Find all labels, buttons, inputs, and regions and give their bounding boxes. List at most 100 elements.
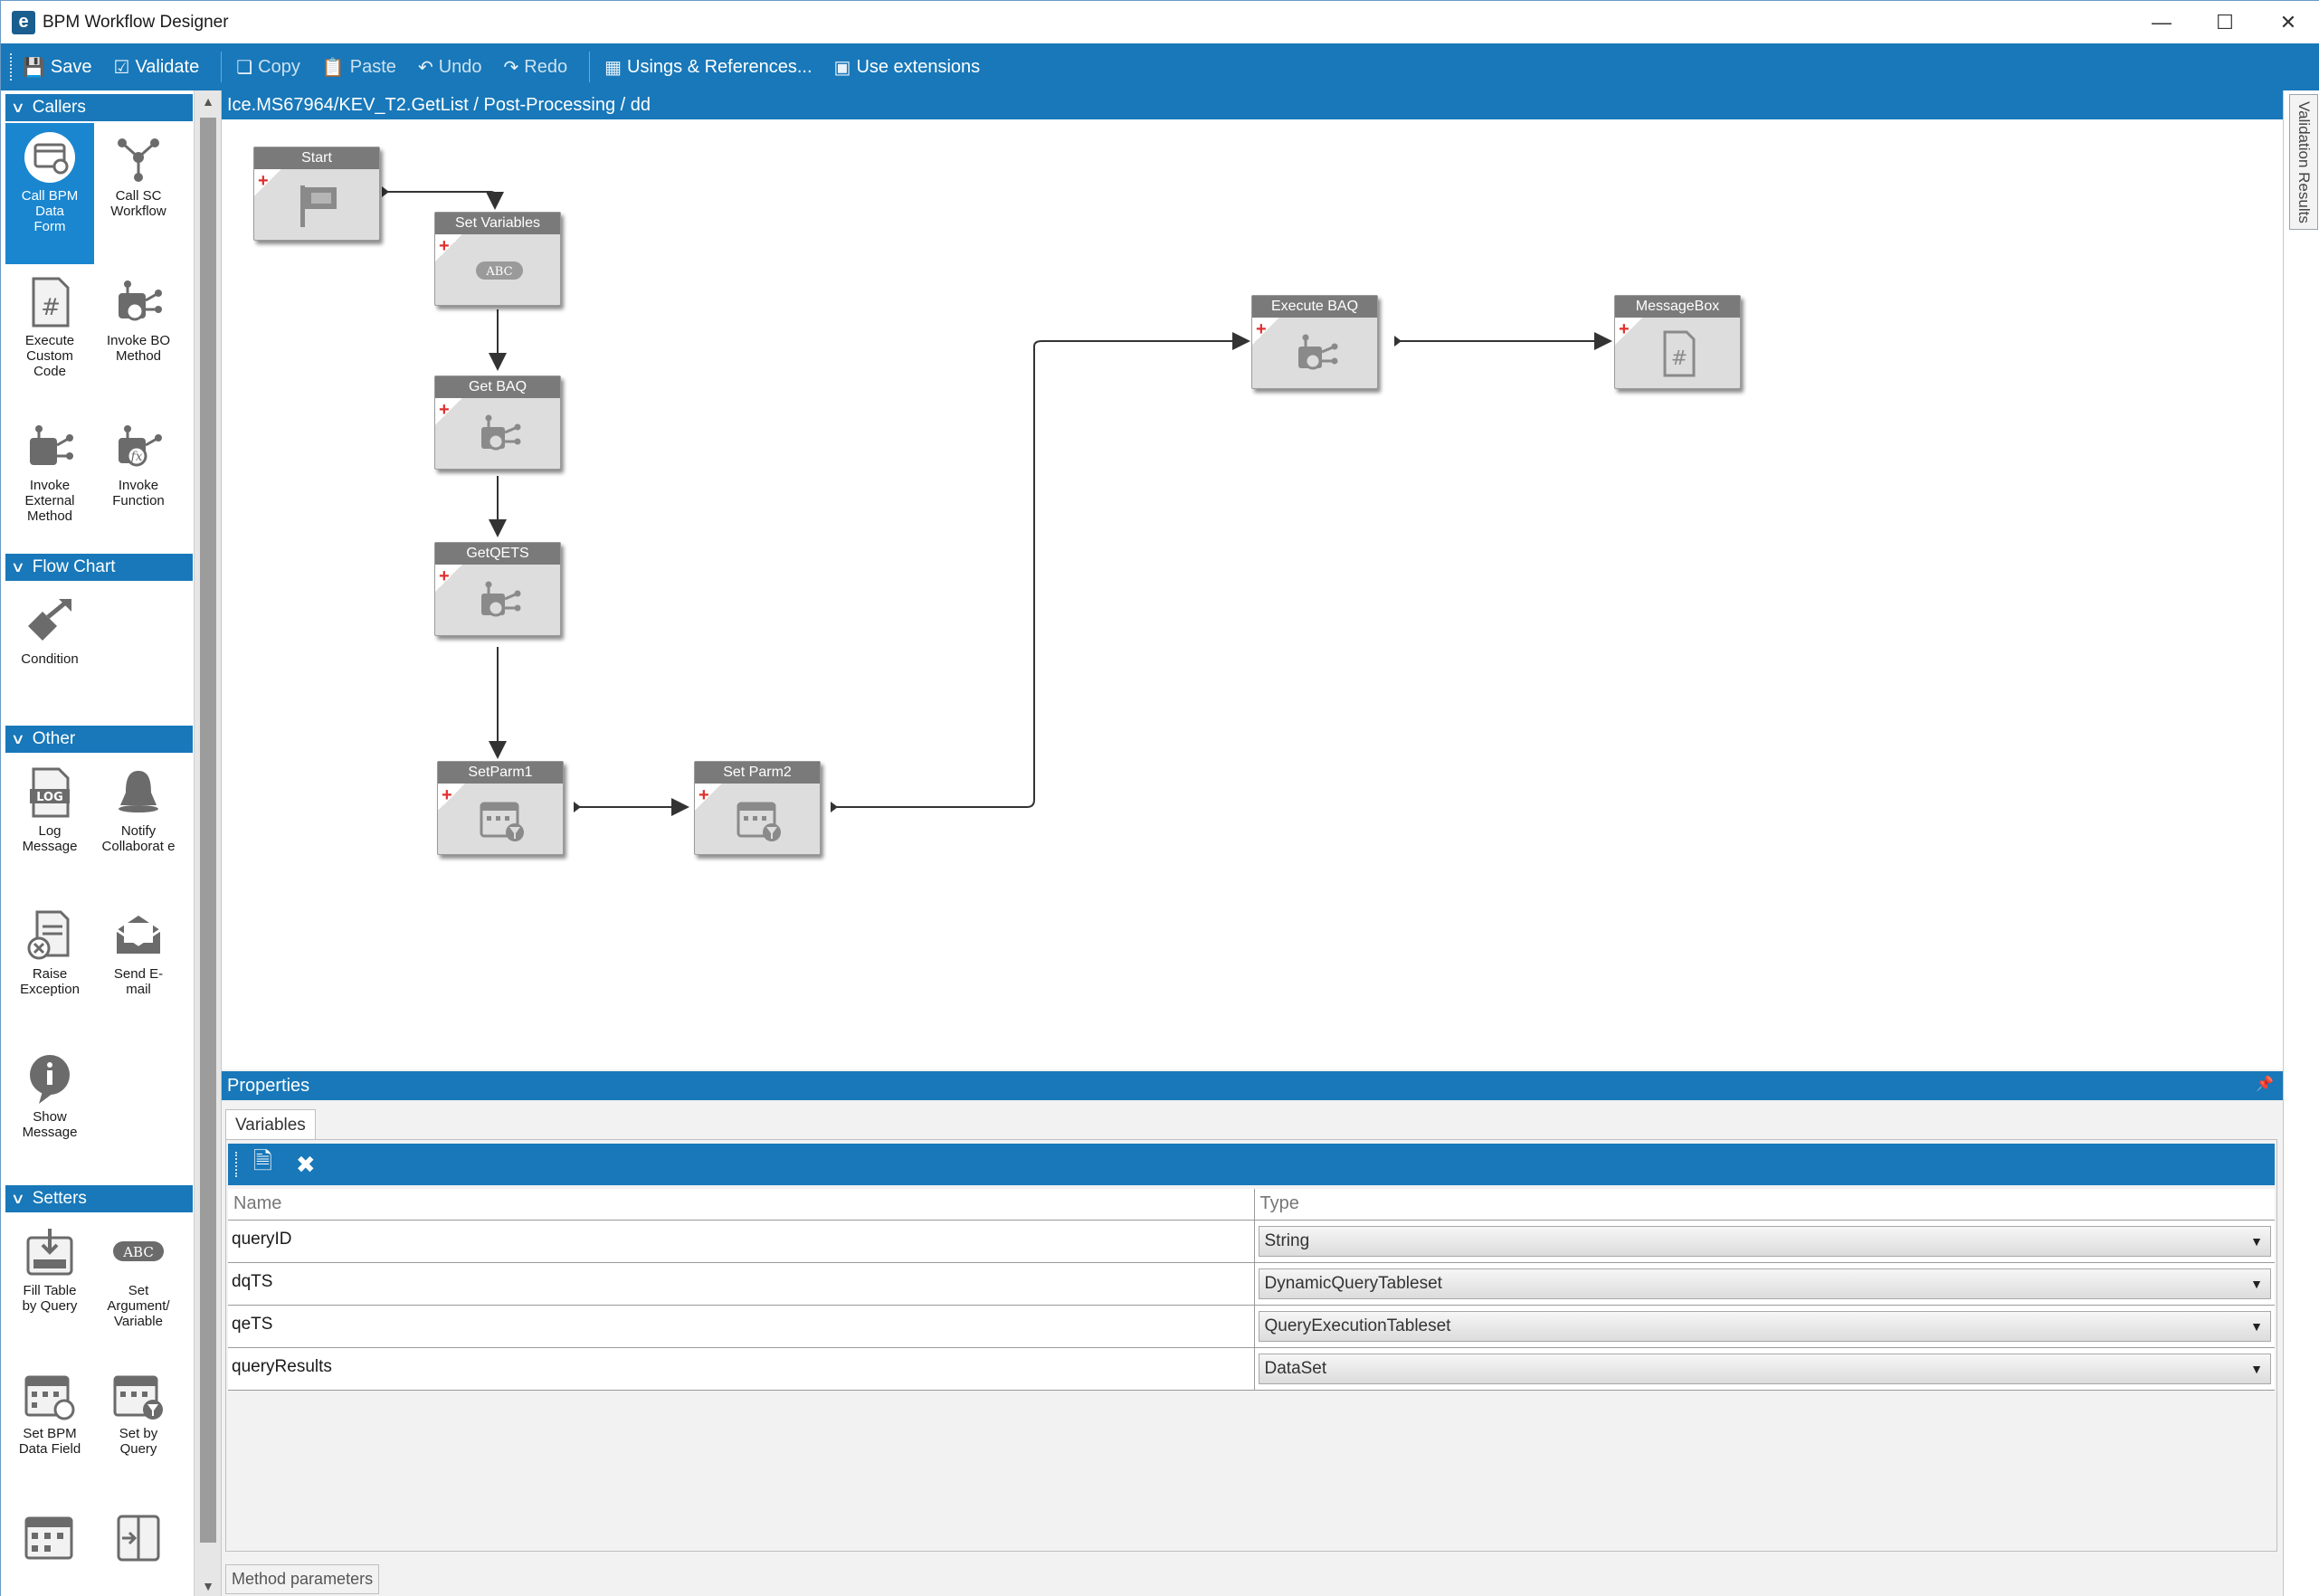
variable-name-cell[interactable]: dqTS: [228, 1262, 1255, 1306]
expand-plus-icon[interactable]: +: [439, 236, 450, 256]
tool-call-sc-workflow[interactable]: Call SC Workflow: [94, 123, 183, 264]
tool-set-argument-variable[interactable]: ABC Set Argument/ Variable: [94, 1218, 183, 1354]
log-document-icon: LOG: [23, 765, 77, 820]
tool-raise-exception[interactable]: Raise Exception: [5, 901, 94, 1037]
type-dropdown[interactable]: String▼: [1258, 1225, 2271, 1257]
expand-plus-icon[interactable]: +: [442, 785, 452, 805]
tool-log-message[interactable]: LOG Log Message: [5, 758, 94, 894]
copy-button[interactable]: ❏Copy: [236, 56, 300, 79]
tool-set-bpm-data-field[interactable]: Set BPM Data Field: [5, 1361, 94, 1496]
variable-name-cell[interactable]: queryResults: [228, 1347, 1255, 1391]
table-row[interactable]: qeTS QueryExecutionTableset▼: [228, 1305, 2275, 1348]
close-button[interactable]: ✕: [2279, 10, 2297, 33]
properties-header: Properties 📌: [222, 1071, 2283, 1100]
pin-icon[interactable]: 📌: [2256, 1077, 2274, 1092]
expand-plus-icon[interactable]: +: [1256, 319, 1267, 339]
toolbar-grip[interactable]: [10, 53, 14, 81]
validate-button[interactable]: ☑Validate: [114, 56, 200, 79]
tool-fill-table-by-query[interactable]: Fill Table by Query: [5, 1218, 94, 1354]
variable-name-cell[interactable]: queryID: [228, 1220, 1255, 1263]
connector-setparm2-to-execute-baq[interactable]: [837, 332, 1250, 808]
table-row[interactable]: queryResults DataSet▼: [228, 1347, 2275, 1391]
section-setters-header[interactable]: ∨Setters: [5, 1185, 193, 1212]
save-button[interactable]: 💾Save: [23, 56, 92, 79]
expand-plus-icon[interactable]: +: [439, 566, 450, 586]
tool-condition[interactable]: Condition: [5, 586, 94, 695]
node-corner: [1252, 318, 1279, 345]
node-execute-baq[interactable]: Execute BAQ +: [1251, 295, 1378, 389]
redo-icon: ↷: [503, 57, 519, 78]
references-icon: ▦: [604, 57, 622, 78]
scroll-down-arrow-icon[interactable]: ▼: [202, 1579, 214, 1593]
tool-invoke-external-method[interactable]: Invoke External Method: [5, 413, 94, 548]
node-set-variables[interactable]: Set Variables + ABC: [434, 212, 561, 306]
usings-label: Usings & References...: [627, 56, 813, 77]
connector-start-to-set-variables[interactable]: [387, 191, 504, 210]
tool-invoke-function[interactable]: fx Invoke Function: [94, 413, 183, 548]
workflow-canvas[interactable]: Start + Set Variables + ABC Get BAQ + Ge…: [222, 119, 2283, 1069]
section-flow-chart-header[interactable]: ∨Flow Chart: [5, 554, 193, 581]
node-getqets[interactable]: GetQETS +: [434, 542, 561, 636]
scrollbar-thumb[interactable]: [200, 118, 216, 1543]
use-extensions-button[interactable]: ▣Use extensions: [834, 56, 981, 79]
copy-icon: ❏: [236, 57, 253, 78]
tool-set-field[interactable]: [5, 1502, 94, 1596]
expand-plus-icon[interactable]: +: [699, 785, 709, 805]
tool-show-message[interactable]: Show Message: [5, 1044, 94, 1180]
activity-toolbox: ∨Callers Call BPM Data Form Call SC Work…: [1, 90, 222, 1596]
tool-notify-collaborate[interactable]: Notify Collaborat e: [94, 758, 183, 894]
type-value: QueryExecutionTableset: [1264, 1316, 1451, 1335]
toolbar-grip[interactable]: [235, 1152, 239, 1177]
tool-update-table[interactable]: [94, 1502, 183, 1596]
column-header-name[interactable]: Name: [228, 1189, 1255, 1221]
bell-icon: [111, 765, 166, 820]
table-row[interactable]: dqTS DynamicQueryTableset▼: [228, 1262, 2275, 1306]
tool-invoke-bo-method[interactable]: Invoke BO Method: [94, 268, 183, 409]
node-setparm1[interactable]: SetParm1 +: [437, 761, 564, 855]
type-dropdown[interactable]: DynamicQueryTableset▼: [1258, 1268, 2271, 1299]
maximize-button[interactable]: ☐: [2216, 10, 2234, 33]
tool-call-bpm-data-form[interactable]: Call BPM Data Form: [5, 123, 94, 264]
function-icon: fx: [111, 420, 166, 474]
undo-button[interactable]: ↶Undo: [418, 56, 482, 79]
redo-button[interactable]: ↷Redo: [504, 56, 568, 79]
section-callers-header[interactable]: ∨Callers: [5, 94, 193, 121]
extensions-label: Use extensions: [856, 56, 981, 77]
variable-name-cell[interactable]: qeTS: [228, 1305, 1255, 1348]
variables-toolbar: 🗎 ✖: [228, 1144, 2275, 1185]
tool-label: Invoke BO Method: [106, 333, 171, 364]
toolbar-separator: [589, 52, 591, 82]
type-dropdown[interactable]: QueryExecutionTableset▼: [1258, 1310, 2271, 1342]
minimize-button[interactable]: —: [2152, 10, 2172, 33]
tool-send-email[interactable]: Send E- mail: [94, 901, 183, 1037]
expand-plus-icon[interactable]: +: [439, 400, 450, 420]
abc-node-text: ABC: [485, 265, 512, 279]
new-variable-icon[interactable]: 🗎: [253, 1147, 272, 1174]
section-other-header[interactable]: ∨Other: [5, 726, 193, 753]
node-messagebox[interactable]: MessageBox + #: [1614, 295, 1741, 389]
tool-execute-custom-code[interactable]: # Execute Custom Code: [5, 268, 94, 409]
delete-variable-icon[interactable]: ✖: [295, 1150, 316, 1178]
expand-plus-icon[interactable]: +: [1619, 319, 1630, 339]
paste-button[interactable]: 📋Paste: [322, 56, 396, 79]
node-setparm2[interactable]: Set Parm2 +: [694, 761, 821, 855]
toolbar-separator: [221, 52, 223, 82]
tab-variables[interactable]: Variables: [225, 1109, 316, 1140]
toolbox-scrollbar[interactable]: ▲ ▼: [194, 90, 221, 1596]
scroll-up-arrow-icon[interactable]: ▲: [202, 94, 214, 109]
validation-results-tab[interactable]: Validation Results: [2289, 94, 2318, 230]
variables-table: Name Type queryID String▼ dqTS DynamicQu…: [228, 1189, 2275, 1391]
tool-set-by-query[interactable]: Set by Query: [94, 1361, 183, 1496]
table-row[interactable]: queryID String▼: [228, 1220, 2275, 1263]
node-start[interactable]: Start +: [253, 147, 380, 241]
type-dropdown[interactable]: DataSet▼: [1258, 1353, 2271, 1384]
node-get-baq[interactable]: Get BAQ +: [434, 375, 561, 470]
flag-icon: [295, 182, 342, 229]
code-document-icon: #: [23, 275, 77, 329]
node-corner: [435, 398, 462, 425]
usings-references-button[interactable]: ▦Usings & References...: [604, 56, 812, 79]
column-header-type[interactable]: Type: [1254, 1189, 2275, 1221]
calendar-filter-icon: [479, 796, 526, 843]
tab-method-parameters[interactable]: Method parameters: [225, 1564, 380, 1594]
expand-plus-icon[interactable]: +: [258, 171, 269, 191]
